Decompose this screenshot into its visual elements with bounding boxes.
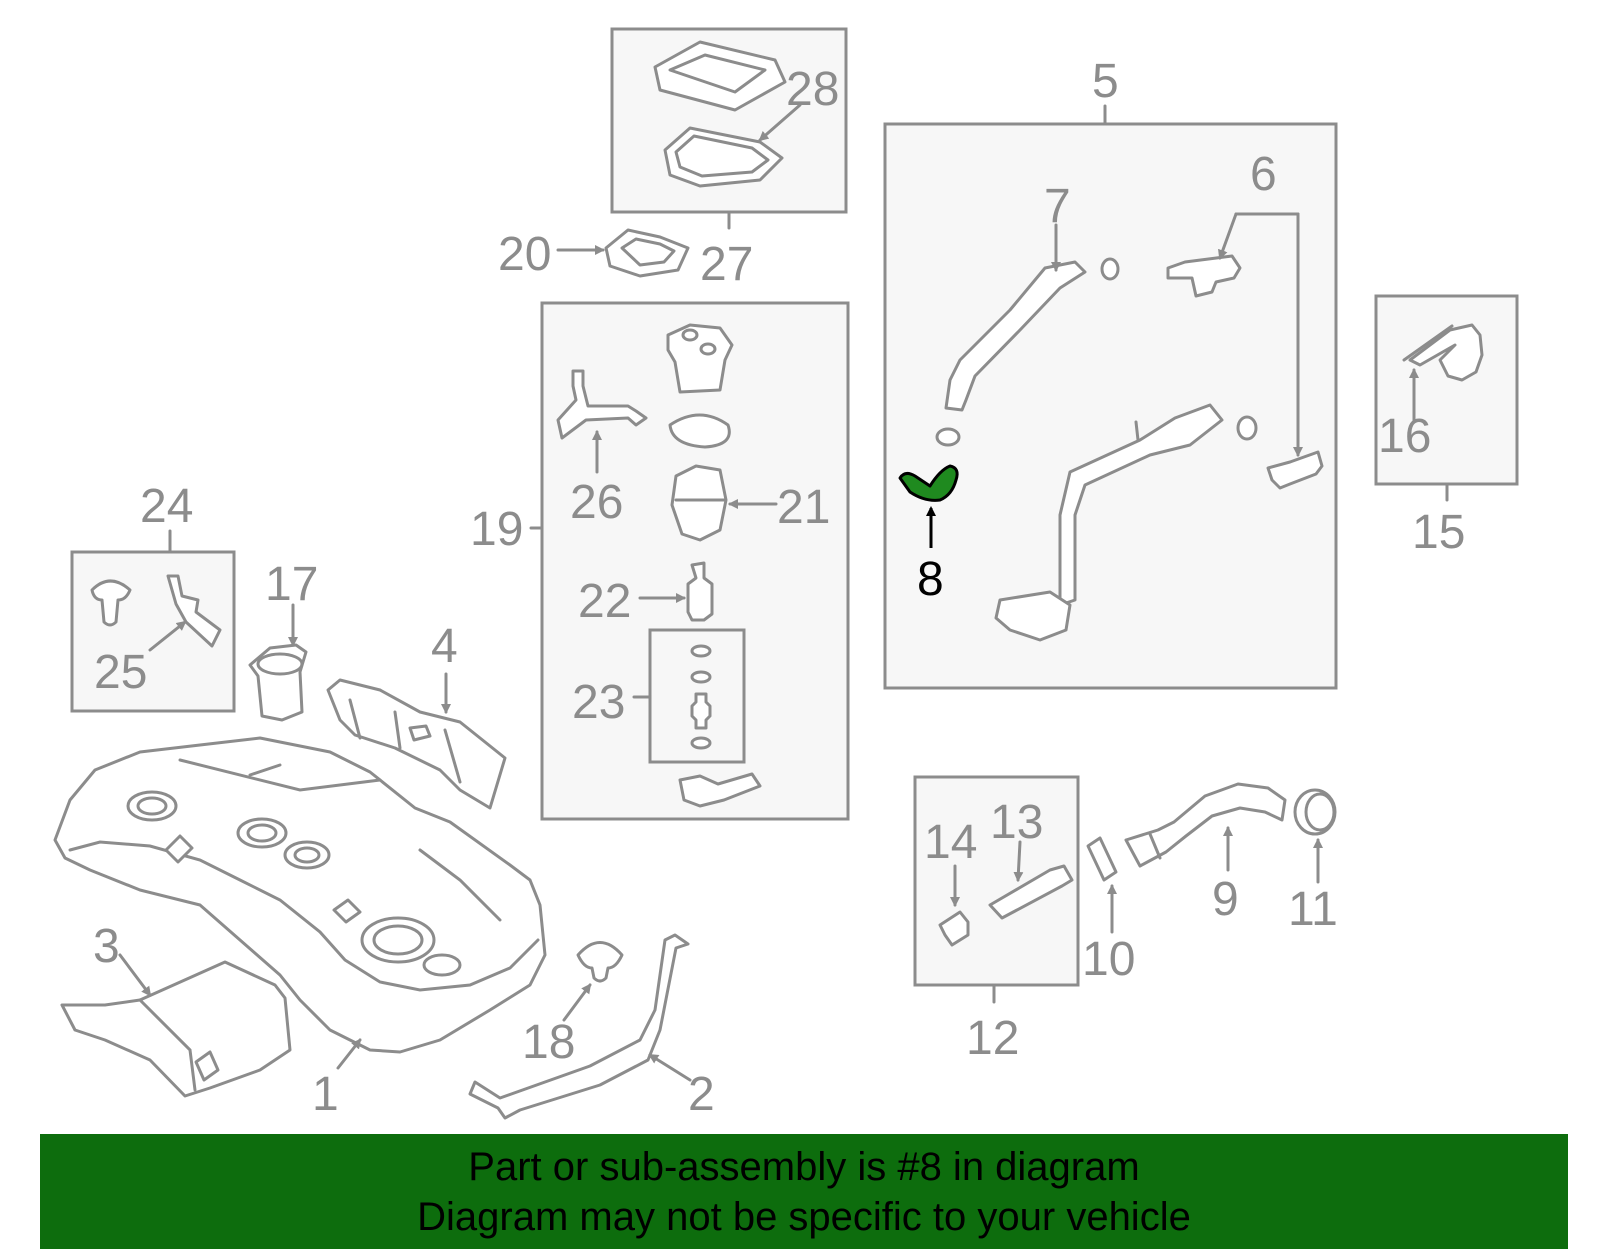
part-7-vent-hose[interactable] (935, 257, 1120, 447)
callout-14: 14 (924, 816, 977, 869)
banner-line-disclaimer: Diagram may not be specific to your vehi… (417, 1194, 1191, 1239)
callout-13: 13 (990, 796, 1043, 849)
part-13-14-components[interactable] (938, 864, 1074, 947)
part-11-cap[interactable] (1293, 788, 1337, 836)
callout-21: 21 (777, 481, 830, 534)
part-16-fuel-door[interactable] (1402, 323, 1484, 382)
callout-2: 2 (688, 1068, 715, 1121)
part-5-filler-pipe[interactable] (994, 403, 1258, 642)
callout-20: 20 (498, 228, 551, 281)
callout-16: 16 (1378, 410, 1431, 463)
callout-24: 24 (140, 480, 193, 533)
part-9-filler-hose[interactable] (1124, 782, 1287, 868)
part-18-clip[interactable] (576, 941, 624, 983)
callout-19: 19 (470, 503, 523, 556)
callout-3: 3 (93, 920, 120, 973)
callout-labels: 1 2 3 4 5 6 7 8 9 10 11 12 13 14 15 16 1… (93, 55, 1465, 1121)
part-19-components[interactable] (556, 323, 762, 808)
callout-15: 15 (1412, 506, 1465, 559)
part-23-seals[interactable] (690, 644, 712, 750)
callout-11: 11 (1288, 883, 1338, 936)
callout-6: 6 (1250, 148, 1277, 201)
subassembly-box-15 (1374, 294, 1519, 486)
part-3-shield[interactable] (60, 960, 292, 1098)
part-4-heat-shield[interactable] (326, 678, 507, 810)
callout-17: 17 (265, 558, 318, 611)
callout-8: 8 (917, 553, 944, 606)
part-20-seal[interactable] (604, 228, 690, 278)
callout-7: 7 (1044, 180, 1071, 233)
callout-18: 18 (522, 1016, 575, 1069)
part-25-components[interactable] (90, 574, 222, 648)
callout-4: 4 (431, 620, 458, 673)
callout-5: 5 (1092, 55, 1119, 108)
callout-1: 1 (312, 1068, 339, 1121)
info-banner: Part or sub-assembly is #8 in diagram Di… (40, 1134, 1568, 1249)
callout-10: 10 (1082, 933, 1135, 986)
callout-27: 27 (700, 238, 753, 291)
part-17-valve[interactable] (248, 643, 308, 722)
part-10-ring[interactable] (1086, 836, 1118, 882)
part-2-strap[interactable] (468, 933, 690, 1120)
callout-26: 26 (570, 476, 623, 529)
part-28-gasket-set[interactable] (653, 40, 787, 188)
part-6-brackets[interactable] (1166, 254, 1324, 490)
callout-22: 22 (578, 575, 631, 628)
callout-28: 28 (786, 63, 839, 116)
callout-23: 23 (572, 676, 625, 729)
banner-line-part: Part or sub-assembly is #8 in diagram (468, 1144, 1140, 1189)
callout-9: 9 (1212, 873, 1239, 926)
callout-25: 25 (94, 646, 147, 699)
callout-12: 12 (966, 1012, 1019, 1065)
part-8-hose-highlighted[interactable] (898, 464, 959, 502)
part-1-fuel-tank[interactable] (53, 736, 547, 1054)
